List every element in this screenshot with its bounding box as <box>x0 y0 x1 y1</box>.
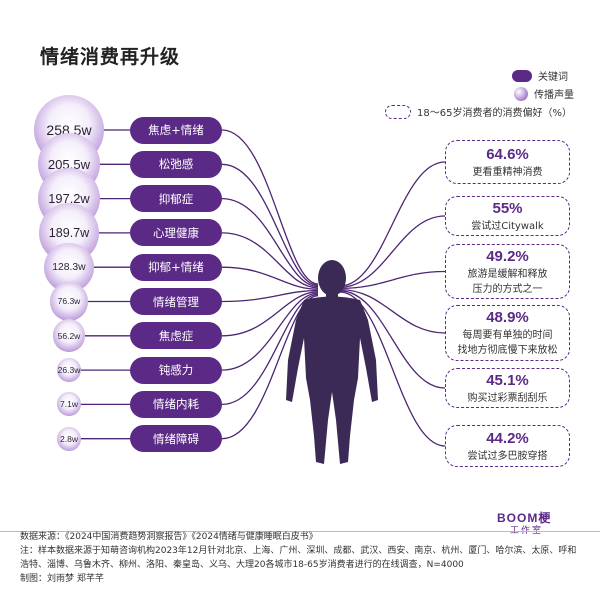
footer-divider <box>0 531 600 532</box>
preference-curve <box>339 291 446 447</box>
keyword-pill: 心理健康 <box>130 219 222 247</box>
volume-sphere: 26.3w <box>57 358 81 383</box>
preference-curve <box>339 215 446 288</box>
preference-box: 48.9% 每周要有单独的时间找地方彻底慢下来放松 <box>445 305 570 361</box>
keyword-pill: 焦虑+情绪 <box>130 116 222 144</box>
keyword-curve <box>221 232 319 289</box>
preference-percent: 44.2% <box>486 429 529 447</box>
preference-box: 44.2% 尝试过多巴胺穿搭 <box>445 425 570 467</box>
legend-dashed-box-swatch <box>385 104 411 119</box>
preference-curve <box>339 290 446 389</box>
legend-keyword: 关键词 <box>512 68 568 83</box>
volume-sphere: 76.3w <box>49 282 88 321</box>
keyword-pill: 焦虑症 <box>130 322 222 350</box>
footer-author: 制图：刘雨梦 郑芊芊 <box>20 574 104 584</box>
preference-percent: 48.9% <box>486 309 529 326</box>
preference-curve <box>339 270 446 290</box>
preference-description: 更看重精神消费 <box>472 166 543 178</box>
keyword-pill: 钝感力 <box>130 356 222 384</box>
legend-sphere-swatch <box>514 86 528 101</box>
keyword-curve <box>221 291 319 337</box>
preference-curve <box>339 288 446 334</box>
legend-volume: 传播声量 <box>514 86 574 101</box>
preference-box: 45.1% 购买过彩票刮刮乐 <box>445 368 570 408</box>
keyword-pill: 情绪内耗 <box>130 390 222 418</box>
preference-box: 55% 尝试过Citywalk <box>445 196 570 236</box>
keyword-pill: 情绪管理 <box>130 288 222 315</box>
legend-preference: 18～65岁消费者的消费偏好（%） <box>385 104 572 119</box>
footer-source: 数据来源：《2024中国消费趋势洞察报告》《2024情绪与健康睡眠白皮书》 <box>20 532 318 542</box>
preference-percent: 49.2% <box>486 247 529 265</box>
preference-percent: 45.1% <box>486 371 529 389</box>
footer-note: 注：样本数据来源于知萌咨询机构2023年12月针对北京、上海、广州、深圳、成都、… <box>20 546 577 570</box>
preference-percent: 64.6% <box>486 145 529 163</box>
legend-keyword-label: 关键词 <box>538 72 568 83</box>
preference-description: 购买过彩票刮刮乐 <box>467 392 548 404</box>
volume-sphere: 7.1w <box>57 392 81 417</box>
preference-description: 尝试过多巴胺穿搭 <box>467 450 548 462</box>
preference-description: 旅游是缓解和释放 <box>467 268 548 280</box>
keyword-pill: 抑郁+情绪 <box>130 253 222 281</box>
legend-pill-swatch <box>512 69 532 82</box>
preference-description: 压力的方式之一 <box>472 283 543 295</box>
keyword-pill: 抑郁症 <box>130 185 222 213</box>
keyword-curve <box>221 163 319 286</box>
preference-curve <box>339 161 446 287</box>
footer: 数据来源：《2024中国消费趋势洞察报告》《2024情绪与健康睡眠白皮书》 注：… <box>20 530 580 586</box>
preference-description: 每周要有单独的时间 <box>462 330 553 341</box>
page-title: 情绪消费再升级 <box>40 46 181 68</box>
keyword-curve <box>221 289 319 303</box>
keyword-pill: 情绪障碍 <box>130 425 222 453</box>
volume-sphere: 2.8w <box>57 426 81 451</box>
keyword-curve <box>221 293 319 406</box>
keyword-pill: 松弛感 <box>130 150 222 178</box>
preference-box: 64.6% 更看重精神消费 <box>445 140 570 184</box>
preference-description: 尝试过Citywalk <box>471 220 544 232</box>
preference-box: 49.2% 旅游是缓解和释放压力的方式之一 <box>445 244 570 299</box>
keyword-curve <box>221 197 319 288</box>
legend-preference-label: 18～65岁消费者的消费偏好（%） <box>417 108 572 119</box>
preference-percent: 55% <box>492 199 523 217</box>
volume-sphere: 56.2w <box>52 319 86 353</box>
keyword-curve <box>221 129 319 285</box>
keyword-curve <box>221 266 319 290</box>
studio-logo: BOOM梗 <box>497 511 552 525</box>
preference-description: 找地方彻底慢下来放松 <box>457 345 558 356</box>
legend-volume-label: 传播声量 <box>534 90 574 101</box>
human-figure-icon <box>286 260 378 464</box>
keyword-curve <box>221 292 319 371</box>
